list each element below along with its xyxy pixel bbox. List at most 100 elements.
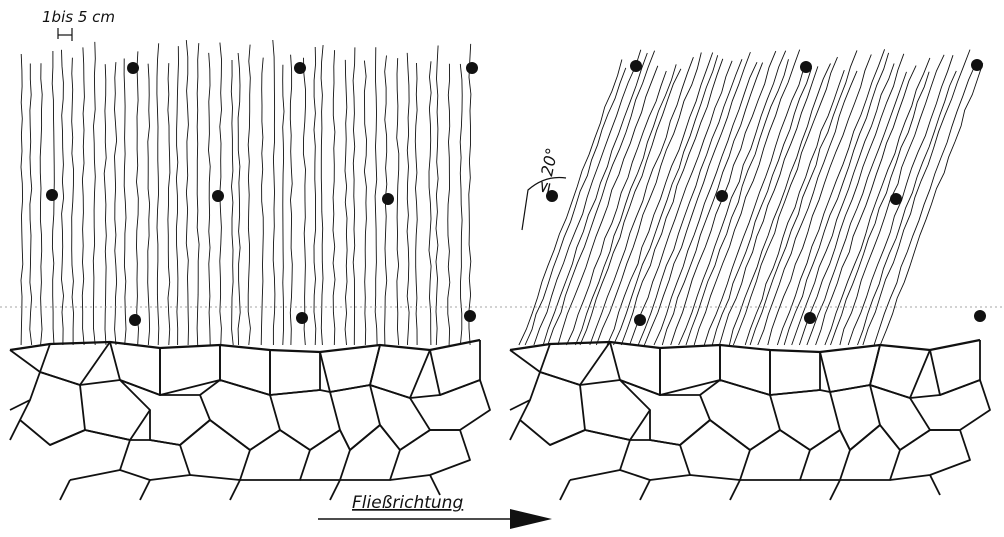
fiber-line — [197, 43, 199, 345]
fiber-line — [679, 51, 786, 345]
cell-edge — [390, 430, 470, 480]
cell-edge — [120, 440, 190, 480]
cell-edge — [430, 475, 440, 495]
fiber-line — [460, 64, 462, 345]
fiber-line — [638, 59, 742, 345]
fiber-line — [364, 61, 366, 345]
fiber-line — [712, 68, 811, 345]
marker-dot — [129, 314, 141, 326]
cell-edge — [110, 342, 160, 395]
cell-edge — [50, 430, 130, 480]
fiber-line — [186, 40, 188, 345]
fiber-line — [863, 50, 970, 345]
fiber-line — [397, 58, 399, 345]
fiber-line — [93, 42, 95, 345]
fiber-line — [72, 58, 74, 345]
flow-arrow-head — [510, 509, 552, 529]
fiber-line — [590, 57, 694, 345]
cell-boundary-top — [10, 340, 480, 352]
fiber-line — [314, 47, 316, 345]
fiber-line — [758, 71, 857, 345]
fiber-line — [30, 64, 32, 346]
fiber-line — [799, 54, 903, 345]
flow-direction: Fließrichtung — [318, 493, 552, 529]
marker-dot — [800, 61, 812, 73]
flow-direction-label: Fließrichtung — [352, 493, 463, 513]
fiber-line — [614, 55, 718, 345]
fiber-line — [40, 63, 42, 345]
fiber-line — [137, 51, 139, 345]
cell-edge — [370, 345, 430, 398]
cell-edge — [830, 480, 840, 500]
fiber-line — [720, 66, 818, 345]
cell-edge — [640, 480, 650, 500]
right-panel — [510, 49, 990, 500]
cell-edge — [700, 380, 780, 450]
fiber-line — [283, 65, 284, 345]
marker-dot — [974, 310, 986, 322]
marker-dot — [634, 314, 646, 326]
fiber-line — [784, 53, 888, 345]
cell-edge — [330, 480, 340, 500]
fiber-line — [375, 47, 377, 345]
marker-dot — [466, 62, 478, 74]
left-cell-network — [10, 340, 490, 500]
cell-edge — [620, 440, 690, 480]
fiber-line — [353, 47, 355, 345]
cell-edge — [270, 350, 320, 395]
fiber-line — [261, 58, 263, 345]
fiber-line — [816, 66, 917, 345]
cell-edge — [770, 390, 840, 450]
cell-edge — [870, 345, 930, 398]
fiber-line — [429, 61, 431, 345]
marker-dot — [46, 189, 58, 201]
fiber-line — [448, 64, 450, 345]
cell-edge — [740, 430, 810, 480]
fiber-line — [519, 60, 622, 346]
cell-edge — [240, 430, 310, 480]
fiber-line — [21, 54, 23, 345]
cell-edge — [270, 390, 340, 450]
cell-edge — [910, 380, 990, 430]
fiber-line — [469, 44, 471, 345]
right-cell-network — [510, 340, 990, 500]
fiber-line — [333, 50, 335, 345]
marker-dot — [630, 60, 642, 72]
fiber-line — [621, 59, 723, 345]
cell-edge — [730, 480, 740, 500]
cell-edge — [930, 475, 940, 495]
marker-dot — [890, 193, 902, 205]
fiber-line — [831, 72, 930, 345]
fiber-line — [148, 64, 150, 345]
cell-edge — [510, 350, 540, 410]
fiber-line — [104, 64, 106, 345]
cell-edge — [230, 480, 240, 500]
fiber-line — [580, 69, 681, 345]
fiber-line — [115, 62, 117, 345]
fiber-line — [231, 60, 233, 345]
fiber-line — [729, 64, 830, 346]
fiber-line — [176, 46, 178, 345]
cell-edge — [40, 342, 110, 385]
cell-edge — [510, 420, 520, 440]
fiber-line — [415, 63, 417, 345]
marker-dot — [294, 62, 306, 74]
fiber-line — [157, 43, 159, 345]
right-fiber-lines — [519, 49, 983, 345]
fiber-line — [858, 71, 957, 345]
cell-edge — [560, 480, 570, 500]
fiber-line — [567, 71, 667, 345]
fiber-line — [82, 47, 84, 345]
fiber-line — [248, 45, 250, 345]
cell-edge — [10, 350, 40, 410]
cell-boundary-top — [510, 340, 980, 352]
fiber-line — [303, 58, 305, 345]
cell-edge — [540, 342, 610, 385]
marker-dot — [971, 59, 983, 71]
spacing-annotation: 1bis 5 cm — [42, 8, 115, 41]
fiber-line — [124, 59, 126, 346]
fiber-line — [209, 53, 211, 345]
cell-edge — [180, 420, 250, 480]
cell-edge — [10, 420, 20, 440]
